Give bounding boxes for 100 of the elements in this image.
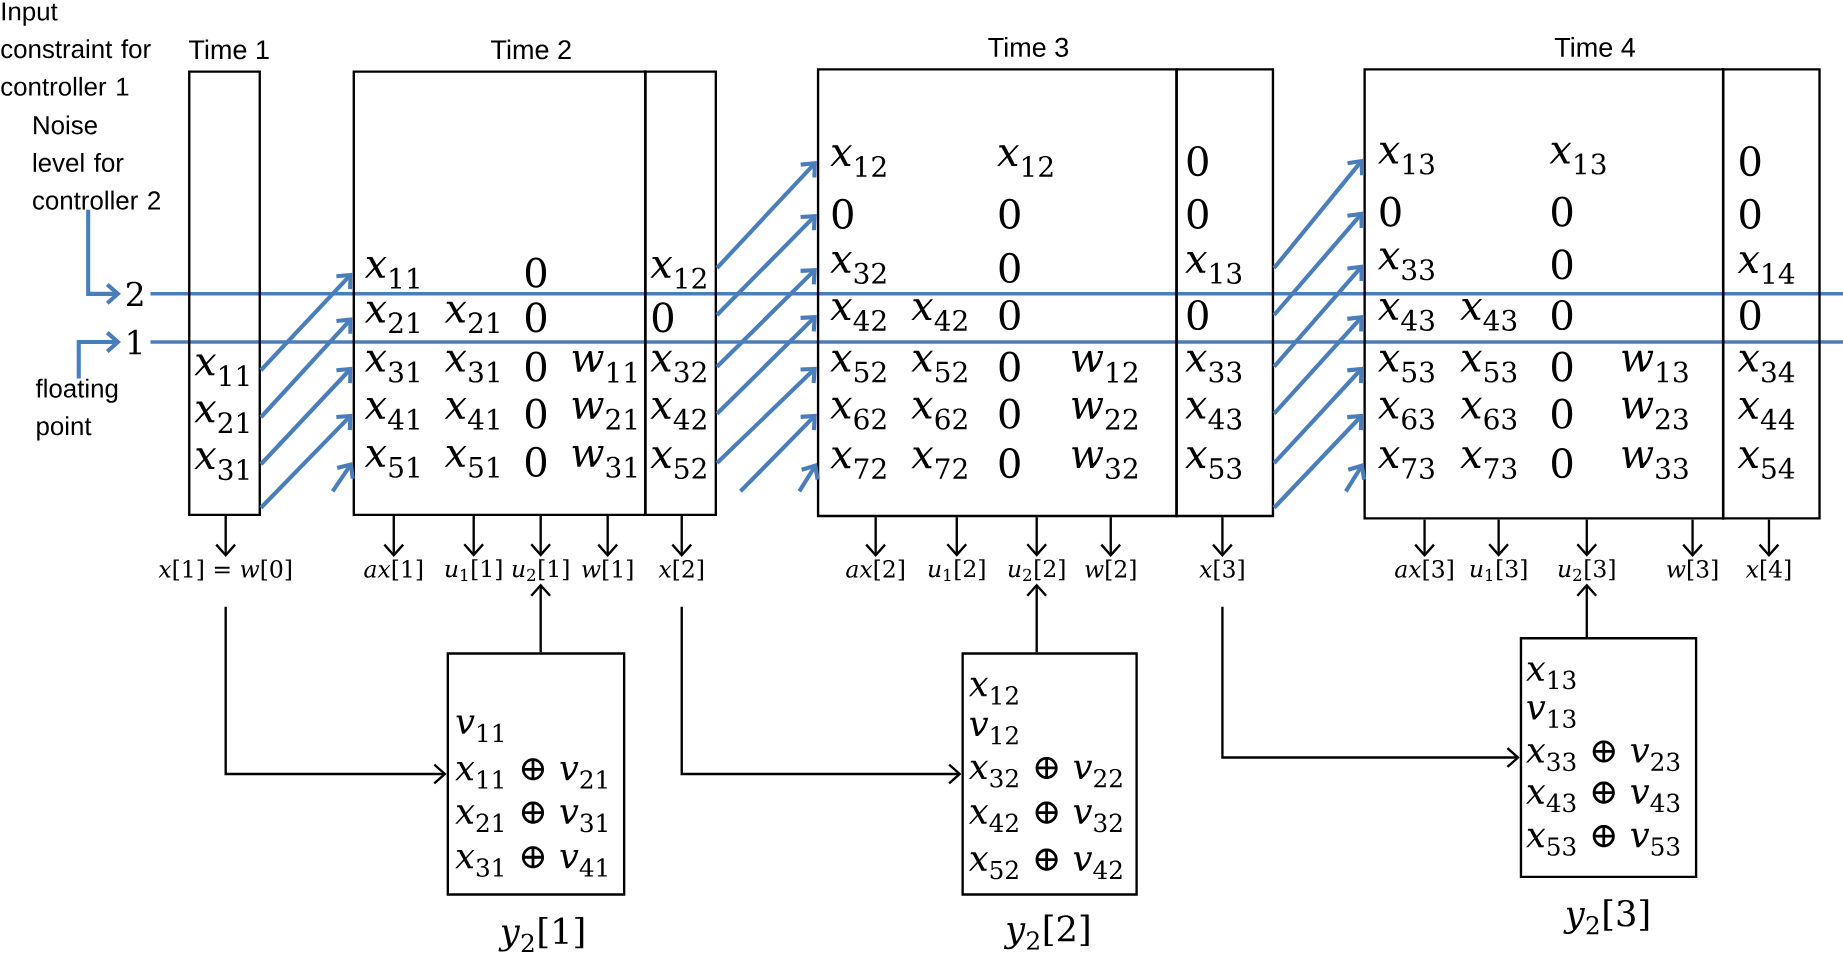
node-label: w$_{11}$ [572, 351, 637, 383]
arrow [1414, 519, 1435, 558]
time-heading: Time 4 [1554, 37, 1635, 58]
arrow [76, 331, 121, 379]
arrow [530, 516, 551, 557]
output-label: u$_{1}$[1] [445, 559, 502, 582]
arrow [797, 463, 820, 493]
annotation-text: floating point [35, 378, 118, 441]
node-label: x$_{32}$ ⊕ v$_{22}$ [968, 757, 1122, 788]
node-label: w$_{33}$ [1622, 447, 1688, 480]
node-label: x$_{42}$ [830, 299, 886, 331]
node-label: x$_{42}$ [911, 299, 967, 331]
arrow [865, 517, 886, 558]
node-label: x$_{52}$ ⊕ v$_{42}$ [968, 848, 1122, 880]
arrow [1026, 517, 1047, 557]
node-label: x$_{53}$ ⊕ v$_{53}$ [1526, 825, 1680, 856]
node-label: x$_{72}$ [830, 447, 886, 480]
arrow [715, 268, 817, 369]
node-label: 0 [525, 302, 547, 333]
matrix-box: x$_{13}$ x$_{13}$ 0 0 x$_{33}$ 0 x$_{43}$ x$_{43}$ 0 x$_{53}$ x$_{53}$ 0 w$_{13}$ x$_{63}$ x$_{63}$ 0 w$_{23}$ x$_{73}$ x$_{73}$ 0 w$_{33}$ [1363, 68, 1725, 520]
output-label: x[4] [1745, 559, 1791, 581]
node-label: x$_{52}$ [911, 351, 967, 383]
node-label: x$_{63}$ [1460, 398, 1517, 430]
node-label: x$_{31}$ [444, 351, 499, 383]
arrow [1272, 315, 1364, 416]
output-label: w[3] [1667, 559, 1718, 581]
arrow [1488, 519, 1509, 557]
node-label: w$_{32}$ [1072, 447, 1137, 480]
arrow [1272, 413, 1364, 510]
node-label: 0 [1552, 249, 1573, 280]
node-label: x$_{21}$ [444, 301, 499, 334]
arrow [715, 366, 817, 465]
time-heading: Time 2 [491, 39, 571, 60]
node-label: 0 [1380, 196, 1401, 227]
node-label: w$_{22}$ [1072, 398, 1137, 430]
arrow [1576, 519, 1598, 557]
arrow [1272, 264, 1364, 369]
arrow [1272, 366, 1364, 465]
arrow [739, 413, 817, 493]
output-label: u$_{2}$[2] [1008, 559, 1065, 582]
node-label: 0 [999, 253, 1020, 284]
node-label: x$_{12}$ [997, 145, 1053, 177]
node-label: 0 [999, 300, 1020, 331]
node-label: x$_{43}$ ⊕ v$_{43}$ [1526, 781, 1680, 813]
output-label: ax[1] [364, 559, 422, 581]
node-label: v$_{13}$ [1527, 701, 1576, 729]
arrow [259, 366, 353, 466]
node-label: 0 [999, 448, 1020, 479]
arrow [946, 517, 968, 557]
node-label: 0 [832, 199, 853, 230]
time-heading: Time 3 [988, 37, 1069, 58]
box-caption: y$_{2}$[1] [498, 917, 584, 953]
arrow [1272, 158, 1365, 270]
node-label: x$_{13}$ [1549, 142, 1606, 175]
node-label: 0 [525, 447, 547, 478]
node-label: w$_{12}$ [1072, 351, 1137, 383]
arrow [1758, 519, 1780, 558]
output-label: u$_{1}$[3] [1470, 559, 1527, 582]
observation-box: x$_{12}$ v$_{12}$ x$_{32}$ ⊕ v$_{22}$ x$_{42}$ ⊕ v$_{32}$ x$_{52}$ ⊕ v$_{42}$ [961, 652, 1138, 896]
node-label: x$_{21}$ ⊕ v$_{31}$ [455, 801, 607, 833]
arrow [1344, 463, 1367, 493]
arrow [1100, 517, 1122, 558]
node-label: x$_{62}$ [830, 398, 886, 430]
output-label: x[2] [658, 559, 703, 581]
arrow [530, 583, 551, 653]
arrow [86, 210, 121, 305]
node-label: 0 [1552, 300, 1573, 331]
observation-box: x$_{13}$ v$_{13}$ x$_{33}$ ⊕ v$_{23}$ x$_{43}$ ⊕ v$_{43}$ x$_{53}$ ⊕ v$_{53}$ [1519, 637, 1698, 879]
node-label: w$_{31}$ [572, 446, 637, 479]
node-label: x$_{11}$ [364, 257, 419, 289]
node-label: x$_{53}$ [1460, 351, 1517, 383]
node-label: x$_{73}$ [1377, 447, 1434, 480]
node-label: x$_{43}$ [1460, 299, 1517, 332]
node-label: x$_{12}$ [830, 145, 886, 177]
arrow [1212, 517, 1233, 558]
arrow [259, 413, 353, 510]
node-label: x$_{62}$ [911, 398, 967, 430]
node-label: 0 [525, 351, 547, 383]
arrow [715, 214, 817, 317]
arrow [330, 462, 355, 493]
node-label: w$_{23}$ [1622, 398, 1688, 430]
level-number: 2 [126, 281, 143, 307]
node-label: 0 [525, 398, 547, 430]
node-label: 0 [1552, 351, 1573, 383]
arrow [463, 516, 484, 557]
annotation-text: Input constraint for controller 1 [1, 2, 151, 97]
arrow [215, 516, 236, 558]
output-label: u$_{1}$[2] [928, 559, 985, 582]
node-label: x$_{43}$ [1377, 299, 1434, 332]
arrow [224, 606, 447, 785]
node-label: w$_{13}$ [1622, 351, 1688, 383]
arrow [1026, 583, 1047, 653]
matrix-box: 0 0 x$_{14}$ 0 x$_{34}$ x$_{44}$ x$_{54}$ [1721, 68, 1821, 520]
arrow [715, 315, 817, 416]
node-label: x$_{42}$ ⊕ v$_{32}$ [968, 801, 1122, 833]
node-label: x$_{52}$ [830, 351, 886, 383]
node-label: x$_{72}$ [911, 447, 967, 480]
node-label: w$_{21}$ [572, 398, 637, 430]
box-caption: y$_{2}$[2] [1003, 914, 1089, 950]
box-caption: y$_{2}$[3] [1563, 899, 1649, 935]
